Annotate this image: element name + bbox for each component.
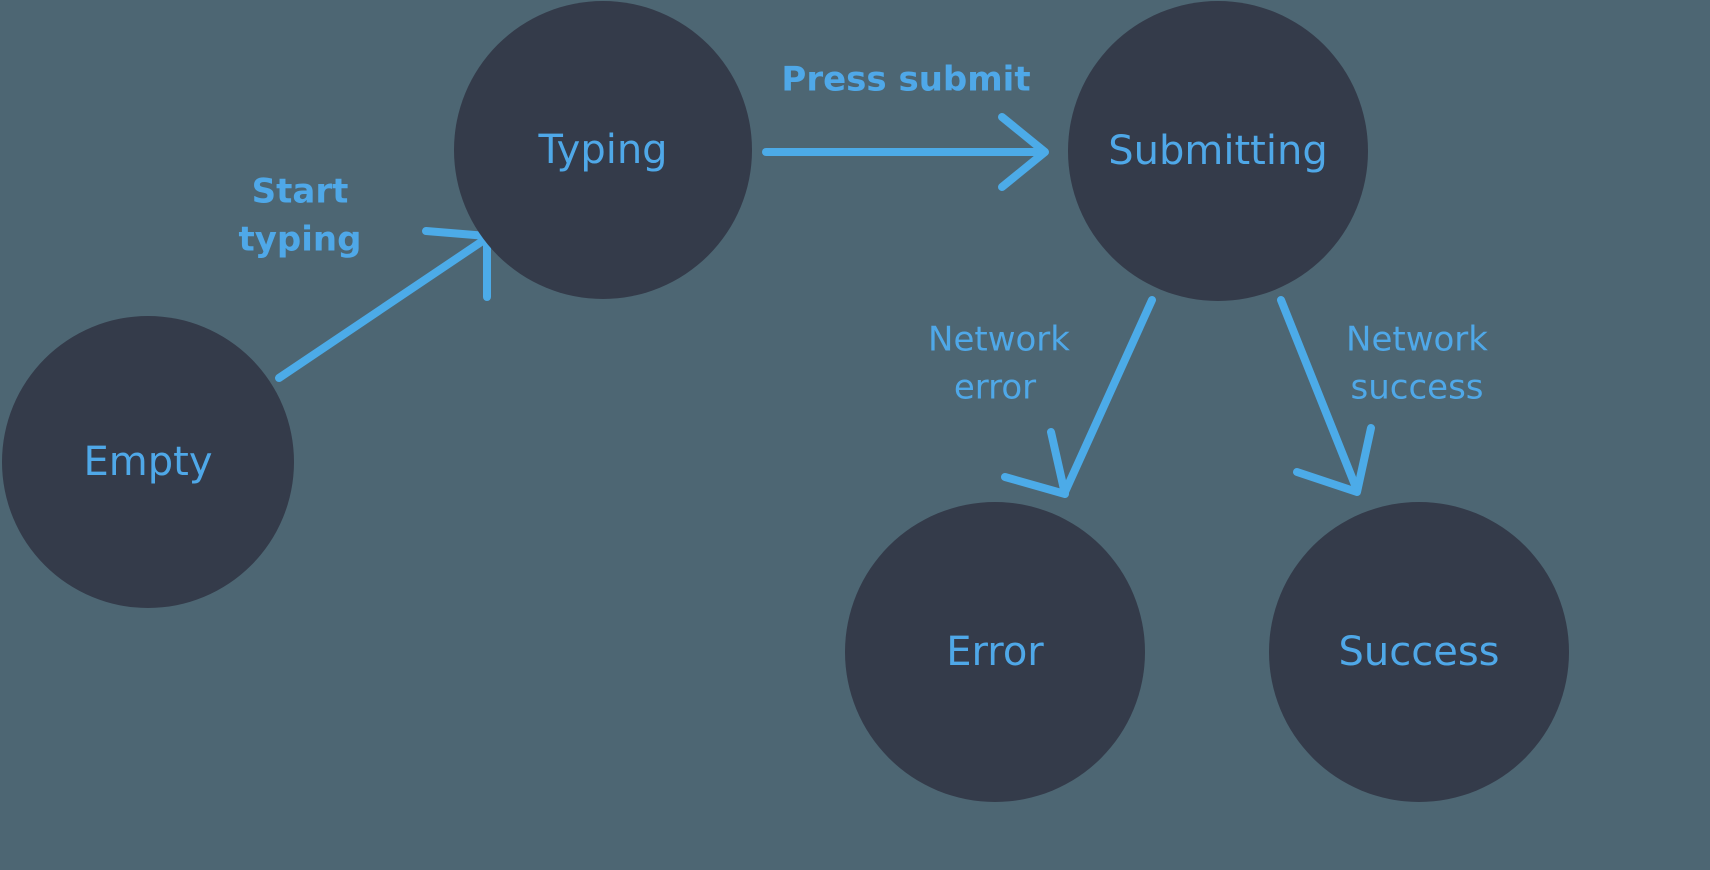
transition-label-network-success: Network success (1346, 320, 1488, 408)
network-error-label-line-1: Network (928, 320, 1070, 360)
node-success-circle (1269, 502, 1569, 802)
transition-label-press-submit: Press submit (781, 60, 1030, 100)
transition-network-success[interactable] (1277, 296, 1375, 496)
node-success-label: Success (1338, 629, 1499, 675)
start-typing-label-line-2: typing (239, 220, 362, 260)
press-submit-label-line-1: Press submit (781, 60, 1030, 100)
press-submit-arrowhead (998, 113, 1049, 191)
node-typing[interactable]: Typing (454, 1, 752, 299)
network-error-label-line-2: error (954, 368, 1036, 408)
transition-label-start-typing: Start typing (239, 172, 362, 260)
start-typing-arrow-shaft (275, 234, 491, 382)
start-typing-label-line-1: Start (252, 172, 349, 212)
network-success-arrow-shaft (1277, 296, 1361, 494)
transition-network-error[interactable] (1001, 296, 1156, 498)
network-success-label-line-1: Network (1346, 320, 1488, 360)
transition-press-submit[interactable] (762, 113, 1049, 191)
network-success-label-line-2: success (1351, 368, 1484, 408)
node-empty[interactable]: Empty (2, 316, 294, 608)
node-submitting-circle (1068, 1, 1368, 301)
node-error-label: Error (946, 629, 1044, 675)
node-typing-label: Typing (537, 127, 667, 173)
transition-label-network-error: Network error (928, 320, 1070, 408)
node-typing-circle (454, 1, 752, 299)
node-success[interactable]: Success (1269, 502, 1569, 802)
node-submitting[interactable]: Submitting (1068, 1, 1368, 301)
network-error-arrow-shaft (1061, 296, 1156, 496)
network-success-arrowhead (1293, 424, 1375, 496)
network-error-arrowhead (1001, 428, 1069, 498)
node-empty-label: Empty (84, 439, 213, 485)
node-error-circle (845, 502, 1145, 802)
node-empty-circle (2, 316, 294, 608)
node-error[interactable]: Error (845, 502, 1145, 802)
node-submitting-label: Submitting (1108, 128, 1327, 174)
